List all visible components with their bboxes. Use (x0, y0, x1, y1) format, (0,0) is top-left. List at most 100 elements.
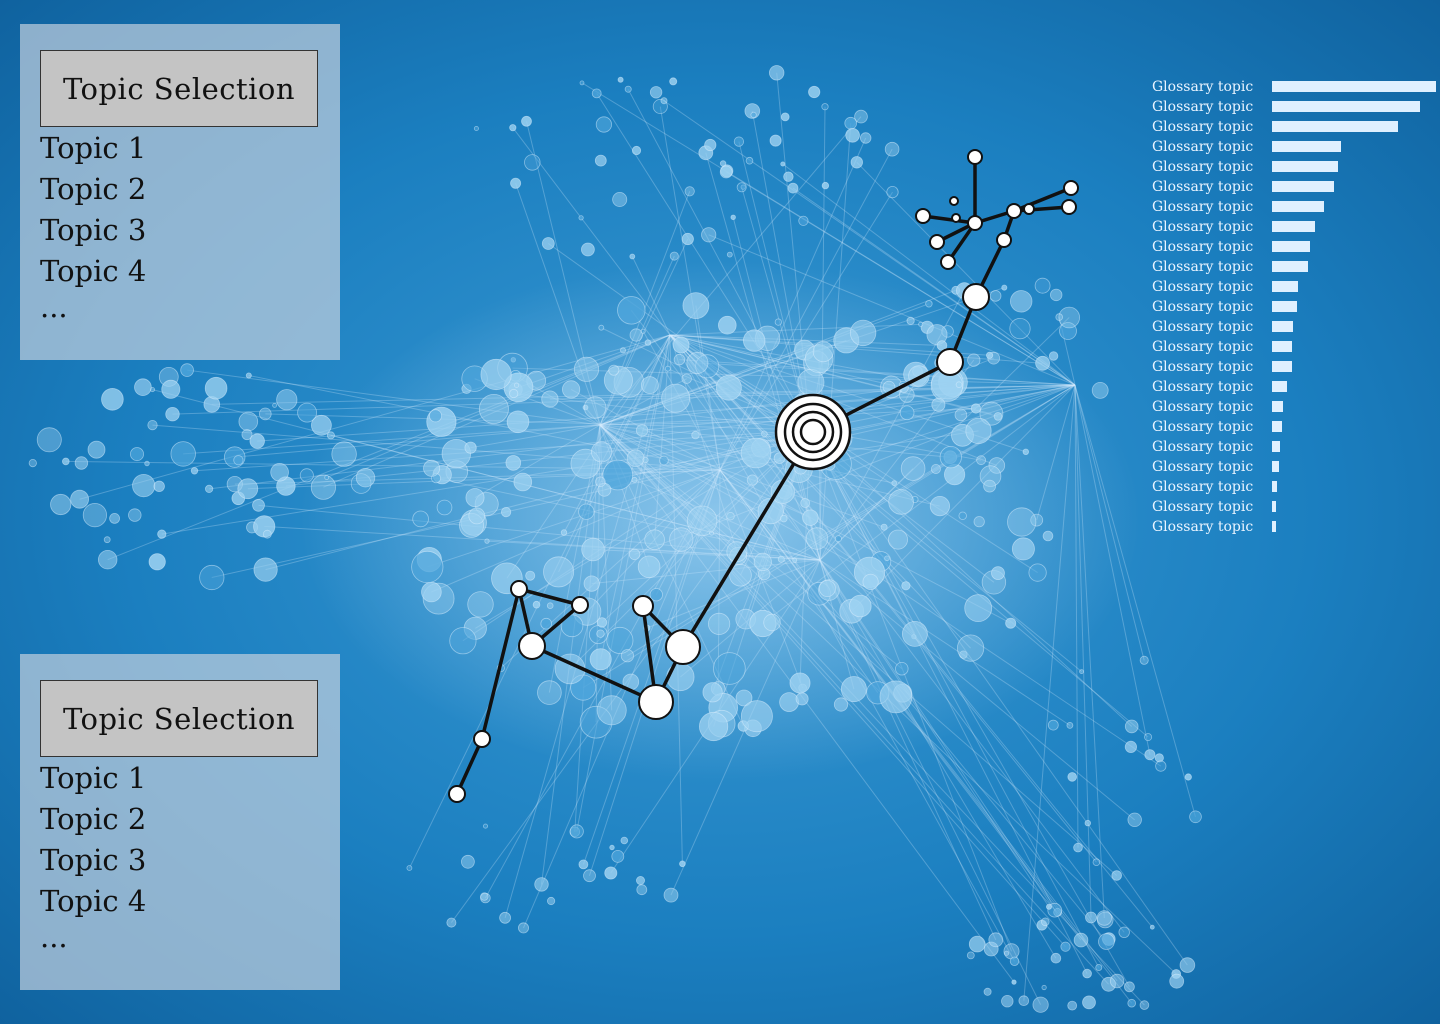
graph-node (1082, 995, 1096, 1010)
glossary-label: Glossary topic (1152, 139, 1254, 155)
graph-node (541, 390, 559, 408)
graph-node (983, 987, 992, 996)
path-node[interactable] (638, 684, 674, 720)
glossary-row[interactable]: Glossary topic (1148, 358, 1440, 378)
graph-node (902, 621, 928, 647)
path-node[interactable] (1023, 203, 1035, 215)
graph-node (1095, 964, 1103, 972)
glossary-row[interactable]: Glossary topic (1148, 438, 1440, 458)
glossary-row[interactable]: Glossary topic (1148, 498, 1440, 518)
graph-node (733, 136, 745, 147)
path-node[interactable] (915, 208, 931, 224)
graph-node (1018, 995, 1030, 1006)
glossary-row[interactable]: Glossary topic (1148, 518, 1440, 538)
graph-node (743, 329, 766, 352)
topic-item-4[interactable]: Topic 4 (40, 884, 147, 918)
path-node[interactable] (473, 730, 491, 748)
topic-item-more[interactable]: ... (40, 290, 68, 324)
graph-node (180, 363, 194, 377)
graph-node (669, 527, 694, 552)
central-target-node[interactable] (774, 393, 852, 471)
path-node[interactable] (571, 596, 589, 614)
path-node[interactable] (665, 629, 701, 665)
glossary-label: Glossary topic (1152, 239, 1254, 255)
glossary-row[interactable]: Glossary topic (1148, 418, 1440, 438)
glossary-row[interactable]: Glossary topic (1148, 338, 1440, 358)
glossary-row[interactable]: Glossary topic (1148, 478, 1440, 498)
path-node[interactable] (1063, 180, 1079, 196)
glossary-row[interactable]: Glossary topic (1148, 318, 1440, 338)
path-node[interactable] (518, 632, 546, 660)
path-node[interactable] (949, 196, 959, 206)
graph-node (736, 182, 747, 193)
graph-node (541, 237, 555, 250)
graph-node (546, 896, 556, 906)
glossary-row[interactable]: Glossary topic (1148, 98, 1440, 118)
graph-node (701, 227, 717, 243)
topic-item-3[interactable]: Topic 3 (40, 213, 147, 247)
graph-node (1049, 288, 1063, 302)
topic-item-4[interactable]: Topic 4 (40, 254, 147, 288)
graph-node (1091, 381, 1109, 399)
glossary-row[interactable]: Glossary topic (1148, 218, 1440, 238)
graph-node (324, 475, 330, 480)
glossary-row[interactable]: Glossary topic (1148, 278, 1440, 298)
graph-node (170, 441, 196, 467)
glossary-row[interactable]: Glossary topic (1148, 378, 1440, 398)
graph-node (510, 177, 522, 189)
graph-node (936, 340, 948, 351)
topic-item-2-selected[interactable]: Topic 2 (30, 798, 340, 842)
glossary-row[interactable]: Glossary topic (1148, 198, 1440, 218)
glossary-row[interactable]: Glossary topic (1148, 298, 1440, 318)
topic-item-1[interactable]: Topic 1 (40, 761, 147, 795)
graph-node (821, 103, 829, 111)
path-node[interactable] (962, 283, 990, 311)
graph-node (578, 215, 584, 221)
graph-node (1011, 537, 1035, 561)
path-node[interactable] (996, 232, 1012, 248)
topic-item-more[interactable]: ... (40, 920, 68, 954)
path-node[interactable] (1061, 199, 1077, 215)
glossary-row[interactable]: Glossary topic (1148, 458, 1440, 478)
topic-item-3[interactable]: Topic 3 (40, 843, 147, 877)
glossary-row[interactable]: Glossary topic (1148, 398, 1440, 418)
graph-node (968, 935, 986, 953)
graph-node (964, 594, 993, 622)
graph-node (636, 884, 648, 896)
path-node[interactable] (632, 595, 654, 617)
graph-node (681, 373, 692, 384)
topic-selection-header[interactable]: Topic Selection (40, 50, 318, 127)
glossary-row[interactable]: Glossary topic (1148, 138, 1440, 158)
graph-node (1046, 903, 1053, 910)
graph-node (931, 397, 946, 412)
glossary-bar (1272, 361, 1292, 372)
path-node[interactable] (929, 234, 945, 250)
path-node[interactable] (940, 254, 956, 270)
glossary-row[interactable]: Glossary topic (1148, 118, 1440, 138)
path-node[interactable] (967, 149, 983, 165)
glossary-bar (1272, 441, 1280, 452)
glossary-bar (1272, 341, 1292, 352)
graph-node (499, 911, 512, 924)
graph-node (109, 513, 120, 524)
glossary-row[interactable]: Glossary topic (1148, 178, 1440, 198)
path-node[interactable] (510, 580, 528, 598)
graph-node (750, 111, 757, 119)
graph-node (205, 484, 214, 493)
graph-node (821, 181, 830, 190)
topic-item-2[interactable]: Topic 2 (40, 172, 147, 206)
glossary-row[interactable]: Glossary topic (1148, 78, 1440, 98)
path-node[interactable] (936, 348, 964, 376)
topic-item-1[interactable]: Topic 1 (40, 131, 147, 165)
path-node[interactable] (967, 215, 983, 231)
glossary-row[interactable]: Glossary topic (1148, 258, 1440, 278)
graph-node (959, 650, 968, 659)
graph-node (1067, 772, 1077, 782)
glossary-row[interactable]: Glossary topic (1148, 238, 1440, 258)
path-node[interactable] (951, 213, 961, 223)
glossary-row[interactable]: Glossary topic (1148, 158, 1440, 178)
topic-selection-header[interactable]: Topic Selection (40, 680, 318, 757)
path-node[interactable] (1006, 203, 1022, 219)
graph-node (1073, 842, 1083, 853)
path-node[interactable] (448, 785, 466, 803)
